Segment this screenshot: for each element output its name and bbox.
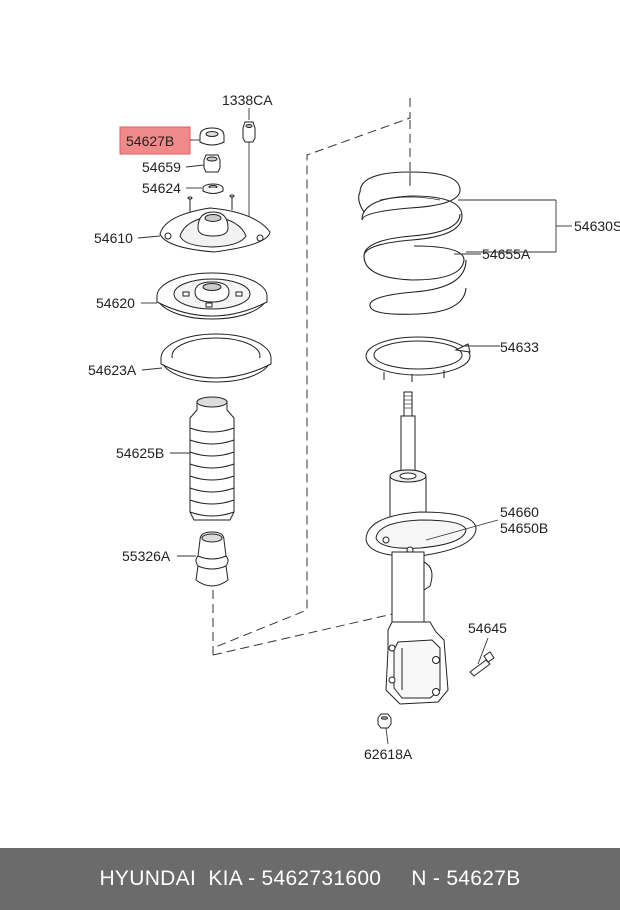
label-54645: 54645 [468, 620, 507, 636]
highlight-box [119, 126, 191, 155]
footer-bar: HYUNDAI KIA - 5462731600 N - 54627B [0, 848, 620, 910]
leader-lines [137, 108, 572, 745]
label-55326A: 55326A [122, 548, 171, 564]
label-54633: 54633 [500, 339, 539, 355]
part-1338CA-nut [242, 121, 256, 228]
label-62618A: 62618A [364, 746, 413, 762]
part-54620-bearing [156, 272, 268, 320]
label-54625B: 54625B [116, 445, 164, 461]
label-54650B: 54650B [500, 520, 548, 536]
part-54659-nut [203, 154, 221, 173]
part-62618A-nut [377, 713, 392, 729]
label-54630S: 54630S [574, 218, 620, 234]
part-54627B-cap [199, 127, 225, 146]
footer-part-number: HYUNDAI KIA - 5462731600 [99, 867, 382, 890]
label-54620: 54620 [96, 295, 135, 311]
label-54627B: 54627B [126, 133, 174, 149]
part-54630S-coil-spring [358, 171, 467, 315]
label-54624: 54624 [142, 180, 181, 196]
label-1338CA: 1338CA [222, 92, 273, 108]
part-54610-strut-mount [159, 194, 271, 253]
part-54623A-seat [160, 333, 272, 383]
label-54610: 54610 [94, 230, 133, 246]
part-54625B-dust-boot [189, 396, 235, 521]
label-54655A: 54655A [482, 246, 531, 262]
part-labels: 1338CA 54627B 54659 54624 54610 54620 54… [88, 92, 620, 762]
part-54645-bolt [469, 651, 495, 677]
label-54623A: 54623A [88, 362, 137, 378]
parts-diagram: 1338CA 54627B 54659 54624 54610 54620 54… [88, 92, 620, 762]
part-54624-washer [202, 183, 224, 194]
part-54660-strut [365, 391, 477, 705]
footer-reference: N - 54627B [411, 867, 521, 890]
label-54660: 54660 [500, 504, 539, 520]
label-54659: 54659 [142, 159, 181, 175]
part-54633-spring-pad [365, 336, 471, 382]
part-55326A-bump-stop [195, 531, 229, 587]
